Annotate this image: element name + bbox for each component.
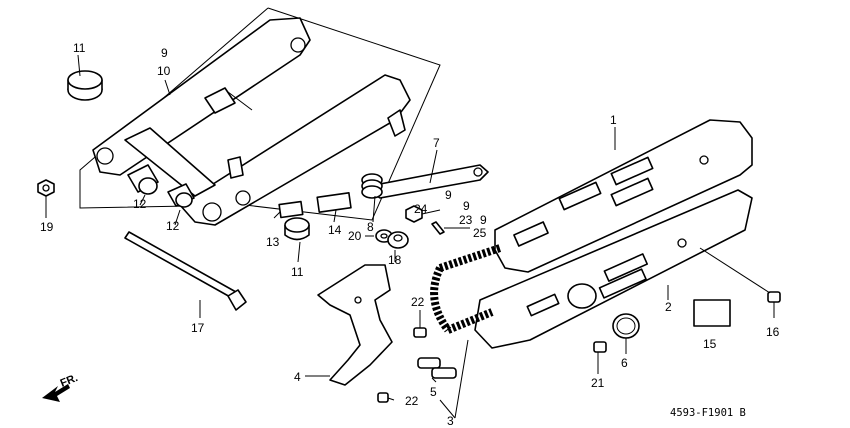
callout-15: 15 <box>703 337 717 351</box>
cap-6 <box>612 313 640 339</box>
bolt-22-upper <box>413 318 427 338</box>
callout-2: 2 <box>665 300 672 314</box>
decal-14 <box>316 192 352 213</box>
callout-12-b: 12 <box>166 219 180 233</box>
bolt-16 <box>767 291 781 303</box>
callout-21: 21 <box>591 376 605 390</box>
chain-guard-4 <box>317 264 393 386</box>
callout-24: 24 <box>414 202 428 216</box>
decal-13 <box>278 200 304 219</box>
drive-chain-3 <box>430 244 502 334</box>
callout-5: 5 <box>430 385 437 399</box>
callout-11-upper: 11 <box>73 41 86 55</box>
callout-23: 23 <box>459 213 473 227</box>
callout-17: 17 <box>191 321 205 335</box>
master-link-5 <box>417 357 457 379</box>
chain-case-upper-1 <box>494 119 753 273</box>
callout-12-a: 12 <box>133 197 147 211</box>
callout-9-swingarm: 9 <box>161 46 168 60</box>
cotter-pin-23 <box>431 221 445 235</box>
callout-16: 16 <box>766 325 780 339</box>
nut-24 <box>405 205 423 223</box>
bolt-21 <box>593 341 607 353</box>
callout-20: 20 <box>348 229 362 243</box>
callout-9-b: 9 <box>463 199 470 213</box>
bushing-11-lower <box>284 217 310 241</box>
pivot-bolt-17 <box>124 231 247 311</box>
nut-19 <box>37 179 55 197</box>
callout-3: 3 <box>447 414 454 428</box>
swingarm <box>92 17 411 226</box>
callout-4: 4 <box>294 370 301 384</box>
decal-15 <box>693 299 731 327</box>
front-arrow-icon: FR. <box>42 372 80 402</box>
callout-9-a: 9 <box>445 188 452 202</box>
collar-18 <box>387 231 409 249</box>
chain-case-lower-2 <box>474 189 753 349</box>
callout-13: 13 <box>266 235 280 249</box>
callout-6: 6 <box>621 356 628 370</box>
leader-lines <box>45 54 775 419</box>
callout-8: 8 <box>367 220 374 234</box>
bushing-12-b <box>167 183 195 208</box>
callout-18: 18 <box>388 253 402 267</box>
spring-8 <box>361 173 383 199</box>
bushing-12-a <box>127 164 159 195</box>
callout-7: 7 <box>433 136 440 150</box>
callout-1: 1 <box>610 113 617 127</box>
front-label: FR. <box>59 372 80 390</box>
callout-10: 10 <box>157 64 171 78</box>
callout-19: 19 <box>40 220 54 234</box>
bolt-22-lower <box>377 392 395 403</box>
callout-22-upper: 22 <box>411 295 425 309</box>
bushing-11-upper <box>67 70 103 101</box>
callouts: 11 9 10 19 12 12 17 13 14 11 7 9 8 24 9 … <box>40 41 780 428</box>
diagram-code: 4593-F1901 B <box>670 407 746 419</box>
callout-22-lower: 22 <box>405 394 419 408</box>
callout-25: 25 <box>473 226 487 240</box>
callout-14: 14 <box>328 223 342 237</box>
callout-9-c: 9 <box>480 213 487 227</box>
callout-11-lower: 11 <box>291 265 304 279</box>
